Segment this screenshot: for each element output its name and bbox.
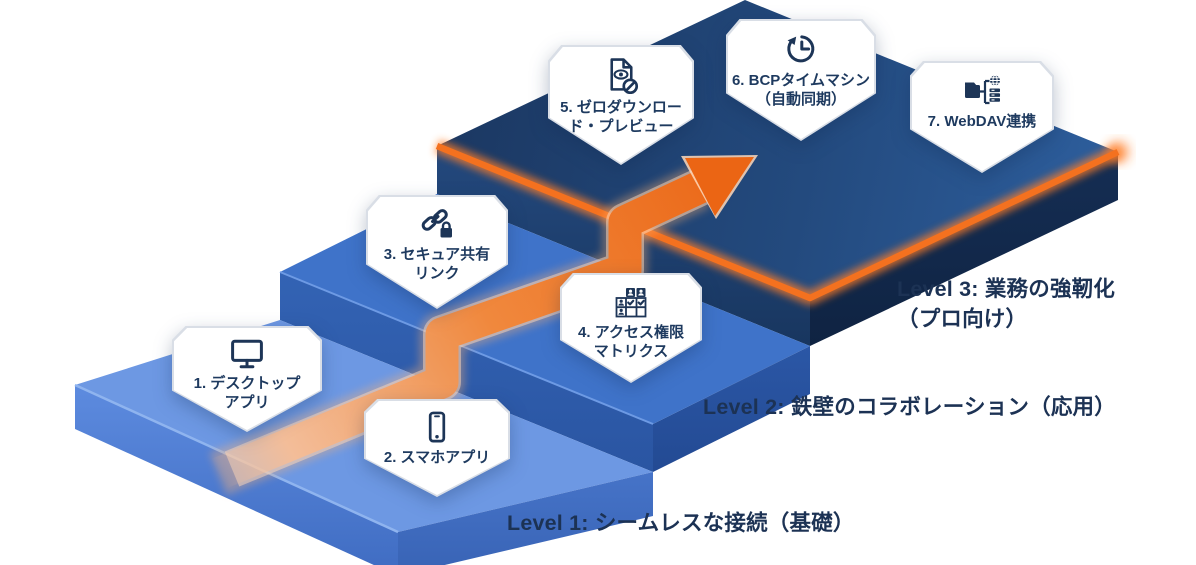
badge-bcp-time-machine: 6. BCPタイムマシン （自動同期） bbox=[726, 19, 876, 141]
badge-label: 3. セキュア共有 リンク bbox=[383, 246, 491, 283]
badge-label: 4. アクセス権限 マトリクス bbox=[578, 324, 684, 361]
badge-label: 5. ゼロダウンロー ド・プレビュー bbox=[560, 99, 682, 136]
badge-smartphone-app: 2. スマホアプリ bbox=[364, 399, 510, 497]
time-machine-icon bbox=[783, 31, 819, 67]
badge-label: 7. WebDAV連携 bbox=[927, 113, 1037, 130]
level1-label: Level 1: シームレスな接続（基礎） bbox=[507, 511, 855, 535]
smartphone-icon bbox=[425, 411, 449, 444]
badge-desktop-app: 1. デスクトップ アプリ bbox=[172, 326, 322, 432]
desktop-icon bbox=[226, 338, 268, 370]
step3-orange-rim bbox=[435, 142, 1120, 302]
badge-label: 2. スマホアプリ bbox=[383, 449, 491, 466]
badge-zero-download-preview: 5. ゼロダウンロー ド・プレビュー bbox=[548, 45, 694, 165]
badge-label: 6. BCPタイムマシン （自動同期） bbox=[731, 72, 871, 109]
secure-link-icon bbox=[418, 207, 456, 241]
badge-label: 1. デスクトップ アプリ bbox=[193, 375, 301, 412]
step3-side-face bbox=[810, 152, 1118, 346]
growth-arrow bbox=[209, 155, 758, 496]
badge-secure-share-link: 3. セキュア共有 リンク bbox=[366, 195, 508, 309]
level3-label: Level 3: 業務の強靭化 （プロ向け） bbox=[897, 277, 1116, 331]
webdav-icon bbox=[962, 73, 1002, 108]
step2-side-face bbox=[653, 346, 810, 472]
badge-access-matrix: 4. アクセス権限 マトリクス bbox=[560, 273, 702, 383]
level2-label: Level 2: 鉄壁のコラボレーション（応用） bbox=[703, 395, 1116, 419]
step2-front-face bbox=[280, 272, 653, 472]
access-matrix-icon bbox=[614, 285, 648, 319]
badge-webdav-integration: 7. WebDAV連携 bbox=[910, 61, 1054, 173]
step1-side-face bbox=[398, 472, 653, 565]
arrow-shaft bbox=[211, 172, 707, 490]
zero-download-preview-icon bbox=[604, 57, 639, 95]
arrow-head bbox=[685, 157, 754, 216]
